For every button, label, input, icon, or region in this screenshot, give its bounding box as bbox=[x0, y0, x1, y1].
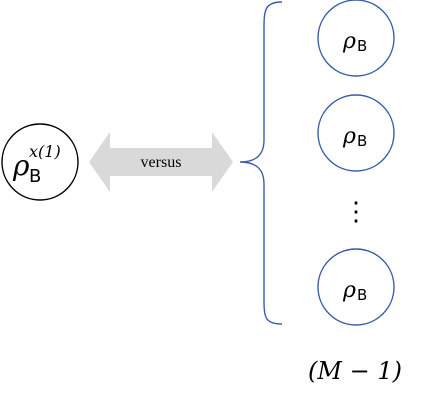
right-state-node-1: ρ B bbox=[317, 0, 395, 77]
curly-brace bbox=[239, 1, 283, 325]
right-state-subscript-3: B bbox=[357, 286, 367, 304]
left-state-superscript: x(1) bbox=[29, 142, 61, 161]
vertical-ellipsis: ⋮ bbox=[343, 197, 369, 226]
right-state-symbol-2: ρ bbox=[342, 124, 356, 149]
double-arrow-shape bbox=[89, 132, 233, 192]
left-state-symbol: ρ bbox=[12, 149, 30, 182]
right-state-symbol-3: ρ bbox=[342, 278, 356, 303]
right-state-node-3: ρ B bbox=[317, 248, 395, 326]
right-state-symbol-1: ρ bbox=[342, 29, 356, 54]
right-state-node-2: ρ B bbox=[317, 94, 395, 172]
right-state-circle-2 bbox=[317, 94, 395, 172]
comparison-arrow: versus bbox=[89, 132, 233, 192]
right-state-subscript-1: B bbox=[357, 37, 367, 55]
left-state-node: ρ B x(1) bbox=[1, 123, 79, 201]
count-label: (M − 1) bbox=[308, 357, 402, 385]
arrow-label: versus bbox=[141, 154, 182, 171]
left-state-circle bbox=[1, 123, 79, 201]
right-state-circle-1 bbox=[317, 0, 395, 77]
left-state-subscript: B bbox=[29, 166, 41, 187]
right-state-circle-3 bbox=[317, 248, 395, 326]
right-state-subscript-2: B bbox=[357, 132, 367, 150]
